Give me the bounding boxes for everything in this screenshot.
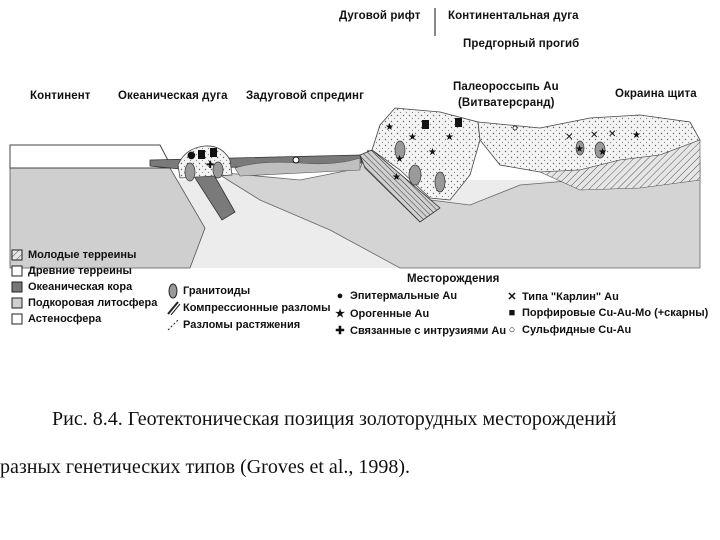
svg-text:★: ★ <box>575 144 584 155</box>
intrusion-cross-icon: ✚ <box>335 325 345 337</box>
svg-text:●: ● <box>187 150 196 161</box>
legend-orogenic-label: Орогенные Au <box>350 307 430 320</box>
epithermal-dot-icon: ● <box>336 290 344 302</box>
legend-oceanic-crust: Океаническая кора <box>28 281 133 293</box>
continent-block <box>9 144 173 169</box>
legend-porphyry: ■ Порфировые Cu-Au-Mo (+скарны) <box>505 307 709 319</box>
shield-margin <box>539 139 701 191</box>
deposit-symbols: ● ✚ ★ ★ ★ ★ ★ ★ ✕ ✕ ✕ ★ ★ ★ <box>187 118 641 183</box>
legend-asthenosphere: Астеносфера <box>28 313 102 325</box>
label-continental-arc: Континентальная дуга <box>448 10 579 22</box>
svg-text:✕: ✕ <box>590 130 598 141</box>
legend-intrusion-related: ✚ Связанные с интрузиями Au <box>333 324 507 338</box>
label-paleoplacer: Палеороссыпь Au <box>453 81 559 93</box>
legend-epithermal-label: Эпитермальные Au <box>350 290 458 302</box>
figure-caption-line1: Рис. 8.4. Геотектоническая позиция золот… <box>52 408 617 430</box>
orogenic-star-icon: ★ <box>335 308 345 320</box>
label-foreland-basin: Предгорный прогиб <box>463 38 580 50</box>
svg-text:★: ★ <box>392 172 401 183</box>
legend-extension-faults: Разломы растяжения <box>183 319 301 331</box>
svg-text:✚: ✚ <box>206 160 214 171</box>
sulfide-circle-icon: ○ <box>508 324 516 336</box>
legend-intrusion-label: Связанные с интрузиями Au <box>350 324 507 337</box>
svg-text:✕: ✕ <box>608 129 616 140</box>
oceanic-crust-right <box>359 149 441 223</box>
legend-carlin: ✕ Типа "Карлин" Au <box>505 290 619 304</box>
label-oceanic-arc: Океаническая дуга <box>118 90 228 102</box>
legend-sulfide-label: Сульфидные Cu-Au <box>522 324 632 336</box>
legend-porphyry-label: Порфировые Cu-Au-Mo (+скарны) <box>522 307 709 319</box>
legend-swatches <box>11 249 181 331</box>
svg-text:★: ★ <box>395 154 404 165</box>
svg-text:★: ★ <box>408 132 417 143</box>
svg-text:★: ★ <box>428 147 437 158</box>
back-arc-basin <box>234 157 361 177</box>
label-arc-rift: Дуговой рифт <box>339 10 421 22</box>
label-continent: Континент <box>30 90 91 102</box>
legend-granitoids: Гранитоиды <box>183 285 251 297</box>
legend-subcrustal-lithosphere: Подкоровая литосфера <box>28 297 158 309</box>
legend-young-terranes: Молодые терреины <box>28 249 137 261</box>
svg-text:★: ★ <box>445 132 454 143</box>
svg-text:✕: ✕ <box>565 132 573 143</box>
legend-deposits-title: Месторождения <box>407 273 500 285</box>
figure-caption-line2: разных генетических типов (Groves et al.… <box>0 456 411 478</box>
granitoid-bodies <box>184 140 606 193</box>
legend-old-terranes: Древние терреины <box>28 265 132 277</box>
legend-carlin-label: Типа "Карлин" Au <box>522 290 619 303</box>
label-shield-margin: Окраина щита <box>615 88 697 100</box>
label-paleoplacer-sub: (Витватерсранд) <box>458 97 555 109</box>
svg-text:★: ★ <box>632 130 641 141</box>
porphyry-square-icon: ■ <box>508 307 516 319</box>
svg-text:★: ★ <box>385 122 394 133</box>
legend-sulfide: ○ Сульфидные Cu-Au <box>505 324 632 336</box>
svg-text:★: ★ <box>598 147 607 158</box>
legend-epithermal: ● Эпитермальные Au <box>333 290 457 302</box>
carlin-x-icon: ✕ <box>507 291 517 303</box>
legend-compression-faults: Компрессионные разломы <box>183 302 331 314</box>
label-back-arc: Задуговой спрединг <box>246 90 364 102</box>
legend-orogenic: ★ Орогенные Au <box>333 307 430 321</box>
